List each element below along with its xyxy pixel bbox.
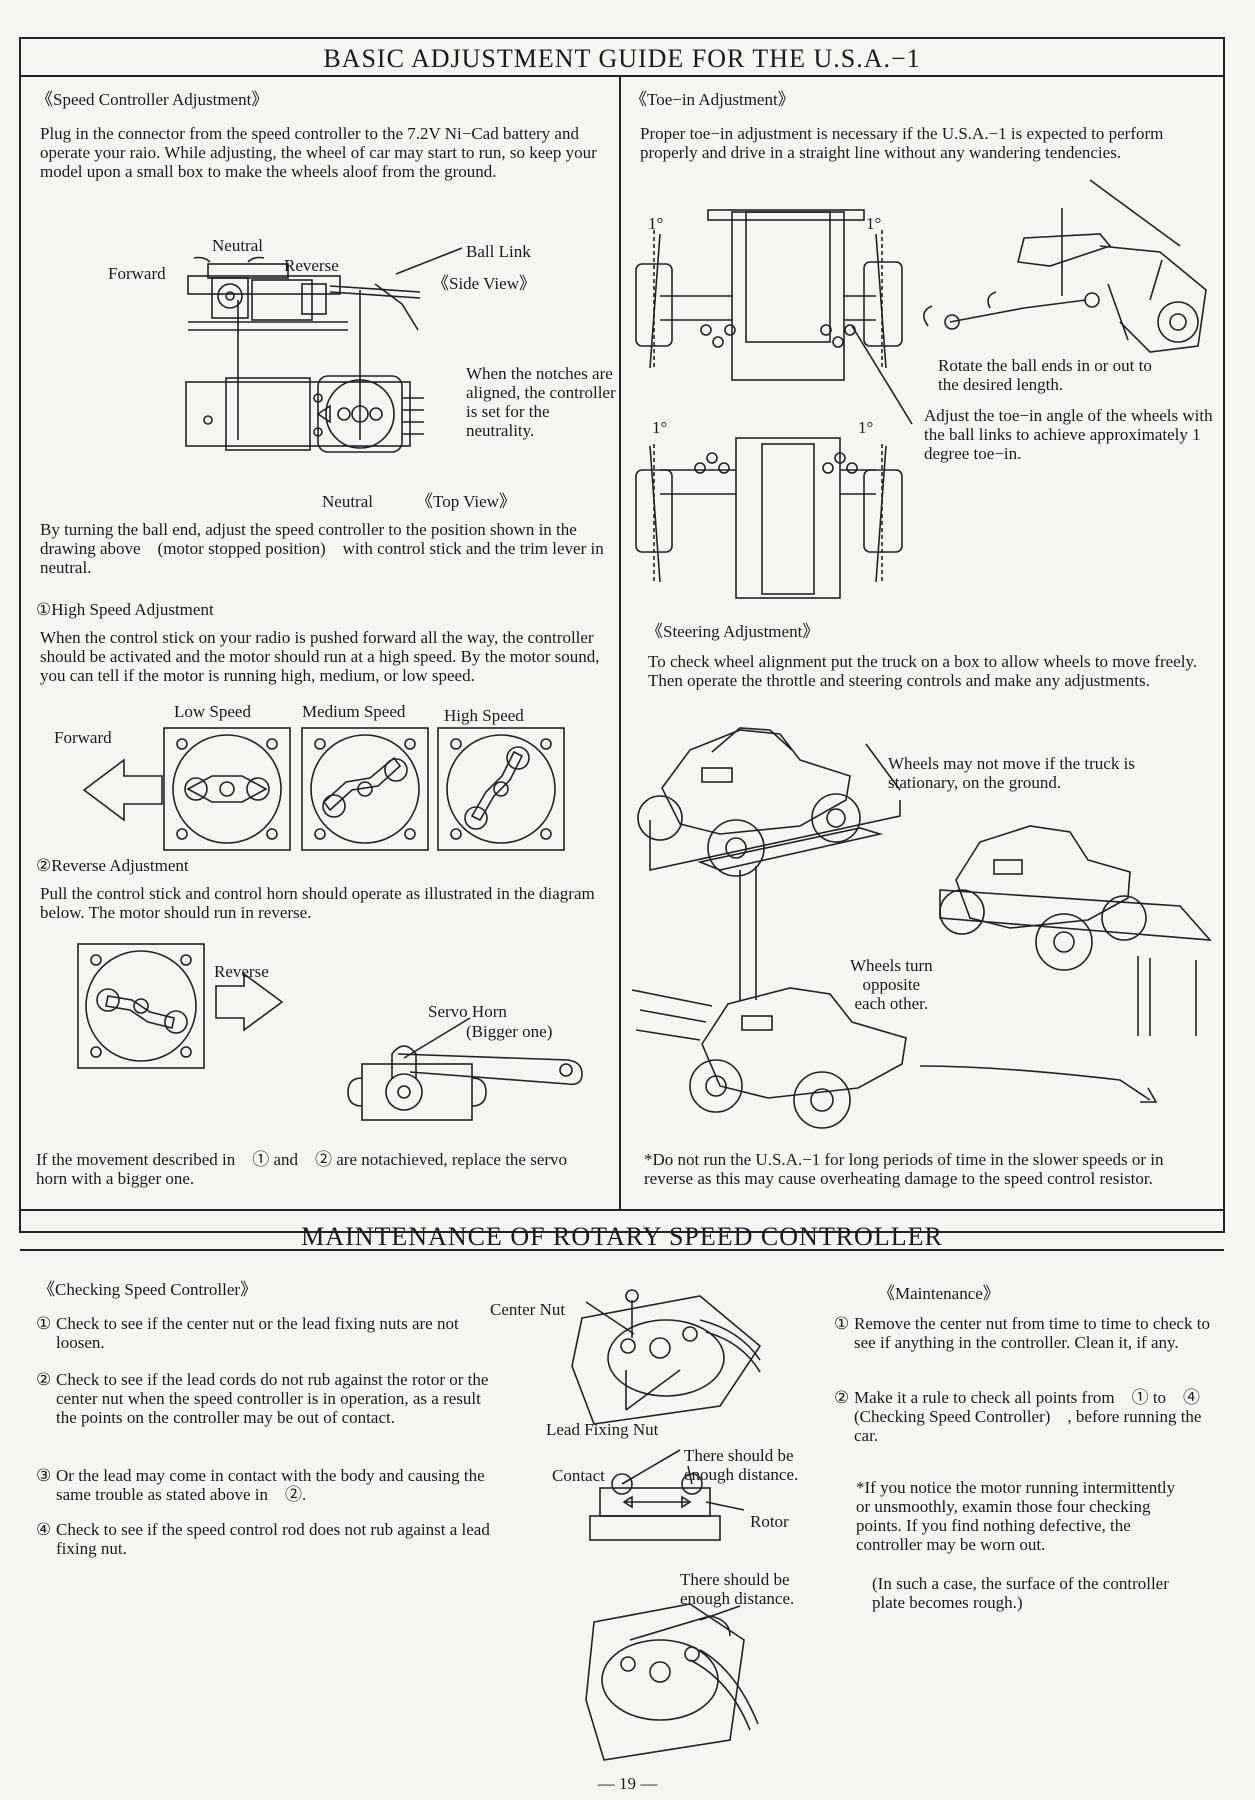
- degree-label-4: 1°: [858, 418, 874, 437]
- maintenance-item-1-text: Remove the center nut from time to time …: [854, 1314, 1210, 1352]
- maintenance-item-2: ② Make it a rule to check all points fro…: [834, 1388, 1222, 1448]
- maintenance-note: *If you notice the motor running intermi…: [856, 1478, 1176, 1554]
- checking-item-4: ④ Check to see if the speed control rod …: [36, 1520, 502, 1560]
- maintenance-item-2-text: Make it a rule to check all points from …: [854, 1388, 1218, 1445]
- high-speed-text: When the control stick on your radio is …: [40, 628, 600, 685]
- reverse-diagram-label: Reverse: [214, 962, 269, 981]
- servo-horn-label: Servo Horn: [428, 1002, 507, 1021]
- checking-item-3-text: Or the lead may come in contact with the…: [56, 1466, 485, 1504]
- ball-end-text: By turning the ball end, adjust the spee…: [40, 520, 604, 577]
- high-speed-heading: ①High Speed Adjustment: [36, 600, 214, 619]
- reverse-label: Reverse: [284, 256, 339, 275]
- degree-label-2: 1°: [866, 214, 882, 233]
- neutral-bottom-label: Neutral: [322, 492, 373, 511]
- checking-item-2-text: Check to see if the lead cords do not ru…: [56, 1370, 489, 1427]
- notches-label: When the notches are aligned, the contro…: [466, 364, 616, 440]
- steering-text: To check wheel alignment put the truck o…: [648, 652, 1198, 690]
- steering-note: *Do not run the U.S.A.−1 for long period…: [644, 1150, 1164, 1188]
- page-title: BASIC ADJUSTMENT GUIDE FOR THE U.S.A.−1: [323, 44, 921, 73]
- bigger-one-label: (Bigger one): [466, 1022, 553, 1041]
- forward-label: Forward: [108, 264, 166, 283]
- lead-fixing-nut-label: Lead Fixing Nut: [546, 1420, 659, 1439]
- top-view-label: 《Top View》: [416, 492, 516, 511]
- speed-controller-heading: 《Speed Controller Adjustment》: [36, 90, 269, 109]
- high-speed-label: High Speed: [444, 706, 524, 725]
- side-view-label: 《Side View》: [432, 274, 536, 293]
- distance-label-2: There should be enough distance.: [680, 1570, 795, 1608]
- low-speed-label: Low Speed: [174, 702, 251, 721]
- wheels-stationary-text: Wheels may not move if the truck is stat…: [888, 754, 1135, 792]
- contact-label: Contact: [552, 1466, 605, 1485]
- checking-item-4-num: ④: [36, 1520, 52, 1539]
- maintenance-item-1-num: ①: [834, 1314, 850, 1333]
- reverse-heading: ②Reverse Adjustment: [36, 856, 189, 875]
- steering-heading: 《Steering Adjustment》: [646, 622, 820, 641]
- adjust-toe-in-text: Adjust the toe−in angle of the wheels wi…: [924, 406, 1213, 463]
- neutral-label: Neutral: [212, 236, 263, 255]
- maintenance-note-2: (In such a case, the surface of the cont…: [872, 1574, 1169, 1612]
- maintenance-item-1: ① Remove the center nut from time to tim…: [834, 1314, 1222, 1374]
- checking-item-4-text: Check to see if the speed control rod do…: [56, 1520, 490, 1558]
- toe-in-intro: Proper toe−in adjustment is necessary if…: [640, 124, 1164, 162]
- ball-link-label: Ball Link: [466, 242, 531, 261]
- checking-item-3-num: ③: [36, 1466, 52, 1485]
- toe-in-heading: 《Toe−in Adjustment》: [630, 90, 795, 109]
- forward-speed-label: Forward: [54, 728, 112, 747]
- reverse-text: Pull the control stick and control horn …: [40, 884, 595, 922]
- checking-item-1-text: Check to see if the center nut or the le…: [56, 1314, 459, 1352]
- maintenance-item-2-num: ②: [834, 1388, 850, 1407]
- checking-item-3: ③ Or the lead may come in contact with t…: [36, 1466, 502, 1506]
- checking-item-2: ② Check to see if the lead cords do not …: [36, 1370, 502, 1450]
- checking-item-2-num: ②: [36, 1370, 52, 1389]
- maintenance-title: MAINTENANCE OF ROTARY SPEED CONTROLLER: [301, 1222, 943, 1251]
- speed-controller-intro: Plug in the connector from the speed con…: [40, 124, 597, 181]
- rotor-label: Rotor: [750, 1512, 789, 1531]
- center-nut-label: Center Nut: [490, 1300, 566, 1319]
- degree-label-3: 1°: [652, 418, 668, 437]
- checking-item-1-num: ①: [36, 1314, 52, 1333]
- degree-label-1: 1°: [648, 214, 664, 233]
- wheels-turn-text: Wheels turn opposite each other.: [850, 956, 933, 1013]
- servo-horn-footer: If the movement described in ① and ② are…: [36, 1150, 568, 1188]
- maintenance-heading: 《Maintenance》: [878, 1284, 1000, 1303]
- page-number: — 19 —: [597, 1774, 658, 1793]
- medium-speed-label: Medium Speed: [302, 702, 406, 721]
- checking-heading: 《Checking Speed Controller》: [38, 1280, 258, 1299]
- rotate-ball-ends-text: Rotate the ball ends in or out to the de…: [938, 356, 1152, 394]
- distance-label-1: There should be enough distance.: [684, 1446, 799, 1484]
- checking-item-1: ① Check to see if the center nut or the …: [36, 1314, 482, 1354]
